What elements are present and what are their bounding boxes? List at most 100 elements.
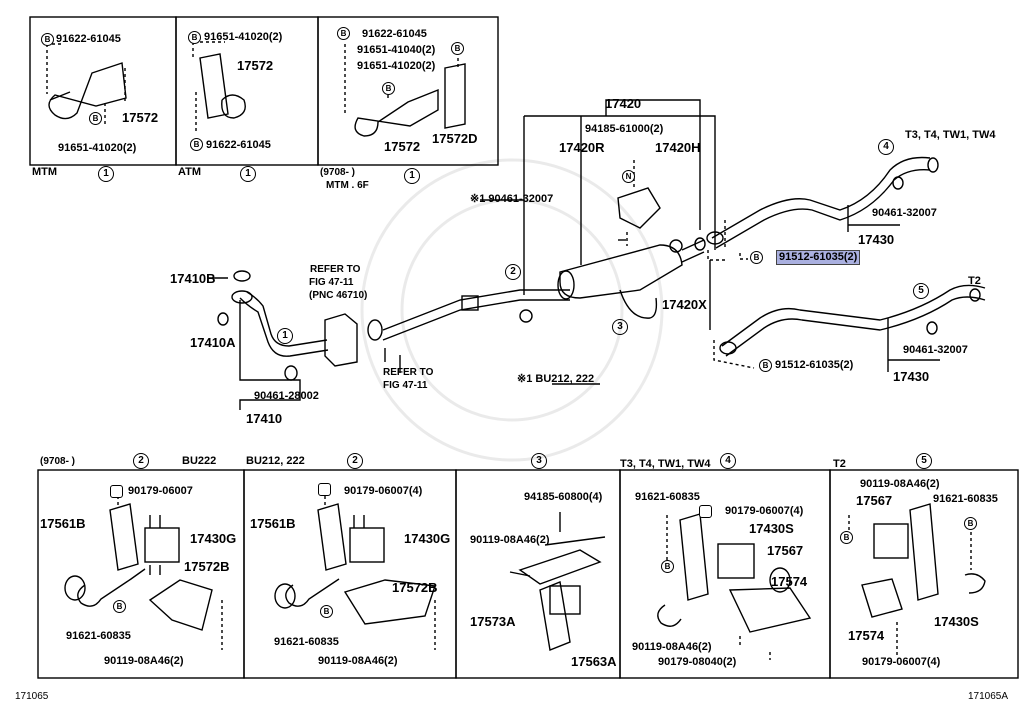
- part-91622-61045[interactable]: 91622-61045: [56, 33, 121, 45]
- header-t2: T2: [833, 458, 846, 470]
- panel-e-frame: [829, 469, 1019, 679]
- part-17561B[interactable]: 17561B: [250, 516, 296, 531]
- note-bu212: ※1 BU212, 222: [517, 373, 595, 385]
- part-90179-06007[interactable]: 90179-06007(4): [344, 485, 423, 497]
- bolt-b-icon: B: [89, 112, 102, 125]
- header-bu212: BU212, 222: [246, 455, 305, 467]
- bolt-icon: [318, 483, 331, 496]
- part-91622-61045[interactable]: 91622-61045: [206, 139, 271, 151]
- bolt-b-icon: B: [190, 138, 203, 151]
- bolt-icon: [110, 485, 123, 498]
- part-17567[interactable]: 17567: [767, 543, 804, 558]
- part-91512-61035-highlighted[interactable]: 91512-61035(2): [776, 250, 861, 265]
- part-17410[interactable]: 17410: [246, 411, 283, 426]
- part-17572[interactable]: 17572: [384, 139, 421, 154]
- flange-block: [324, 313, 358, 367]
- part-90119-08A46[interactable]: 90119-08A46(2): [632, 641, 712, 653]
- part-91621-60835[interactable]: 91621-60835: [635, 491, 700, 503]
- bolt-b-icon: B: [661, 560, 674, 573]
- tail-pipe-4: [711, 156, 931, 239]
- part-17573A[interactable]: 17573A: [470, 614, 516, 629]
- part-90119-08A46[interactable]: 90119-08A46(2): [318, 655, 398, 667]
- bolt-b-icon: B: [41, 33, 54, 46]
- part-17430[interactable]: 17430: [858, 232, 895, 247]
- part-90179-06007[interactable]: 90179-06007(4): [862, 656, 941, 668]
- part-17420X[interactable]: 17420X: [662, 297, 707, 312]
- mtm-hanger: [48, 62, 127, 120]
- part-17574[interactable]: 17574: [771, 574, 808, 589]
- panel-c-bracket: [518, 536, 606, 651]
- part-94185-60800[interactable]: 94185-60800(4): [524, 491, 603, 503]
- part-91621-60835[interactable]: 91621-60835: [66, 630, 131, 642]
- ref-number-2: 2: [505, 264, 521, 280]
- part-91622-61045[interactable]: 91622-61045: [362, 28, 427, 40]
- part-91651-41020[interactable]: 91651-41020(2): [357, 60, 436, 72]
- watermark-seal: [360, 158, 664, 462]
- ref-number-2: 2: [133, 453, 149, 469]
- part-90179-06007[interactable]: 90179-06007(4): [725, 505, 804, 517]
- mtm6f-hanger: [354, 88, 439, 137]
- bolt-b-icon: B: [964, 517, 977, 530]
- bolt-b-icon: B: [451, 42, 464, 55]
- part-94185-61000[interactable]: 94185-61000(2): [585, 123, 664, 135]
- part-17410A[interactable]: 17410A: [190, 335, 236, 350]
- part-17430S[interactable]: 17430S: [749, 521, 794, 536]
- part-17410B[interactable]: 17410B: [170, 271, 216, 286]
- bolt-b-icon: B: [750, 251, 763, 264]
- model-label-t3: T3, T4, TW1, TW4: [905, 129, 996, 141]
- part-17572D[interactable]: 17572D: [432, 131, 478, 146]
- panel-caption-mtm: MTM: [32, 166, 58, 178]
- part-91512-61035[interactable]: 91512-61035(2): [775, 359, 854, 371]
- part-17430S[interactable]: 17430S: [934, 614, 979, 629]
- part-17561B[interactable]: 17561B: [40, 516, 86, 531]
- part-90179-06007[interactable]: 90179-06007: [128, 485, 193, 497]
- panel-b-hanger: [285, 503, 347, 607]
- panel-caption-mtm6f: MTM . 6F: [326, 180, 369, 191]
- model-label-t2: T2: [968, 275, 981, 287]
- part-91621-60835[interactable]: 91621-60835: [933, 493, 998, 505]
- part-90179-08040[interactable]: 90179-08040(2): [658, 656, 737, 668]
- part-17572B[interactable]: 17572B: [184, 559, 230, 574]
- panel-caption-atm: ATM: [178, 166, 202, 178]
- part-91621-60835[interactable]: 91621-60835: [274, 636, 339, 648]
- panel-d-hanger: [657, 513, 709, 627]
- part-17572[interactable]: 17572: [237, 58, 274, 73]
- part-91651-41020[interactable]: 91651-41020(2): [58, 142, 137, 154]
- atm-hanger: [199, 53, 246, 119]
- part-17572[interactable]: 17572: [122, 110, 159, 125]
- part-17430[interactable]: 17430: [893, 369, 930, 384]
- part-90461-32007[interactable]: 90461-32007: [903, 344, 968, 356]
- part-17572B[interactable]: 17572B: [392, 580, 438, 595]
- header-date: (9708- ): [40, 456, 76, 467]
- part-17430G[interactable]: 17430G: [190, 531, 237, 546]
- part-90119-08A46[interactable]: 90119-08A46(2): [860, 478, 940, 490]
- part-17420H[interactable]: 17420H: [655, 140, 701, 155]
- part-90461-28002[interactable]: 90461-28002: [254, 390, 319, 402]
- ref-number-5: 5: [913, 283, 929, 299]
- note-90461-32007[interactable]: ※1 90461-32007: [470, 193, 554, 205]
- ref-number-4: 4: [878, 139, 894, 155]
- part-91651-41020[interactable]: 91651-41020(2): [204, 31, 283, 43]
- ref-number-1: 1: [277, 328, 293, 344]
- diagram-id-right: 171065A: [968, 691, 1009, 702]
- part-17567[interactable]: 17567: [856, 493, 893, 508]
- diagram-id-left: 171065: [15, 691, 49, 702]
- ref-number-4: 4: [720, 453, 736, 469]
- part-90461-32007[interactable]: 90461-32007: [872, 207, 937, 219]
- bolt-icon: [699, 505, 712, 518]
- part-17574[interactable]: 17574: [848, 628, 885, 643]
- ref-number-2: 2: [347, 453, 363, 469]
- part-17420[interactable]: 17420: [605, 96, 642, 111]
- part-17430G[interactable]: 17430G: [404, 531, 451, 546]
- part-91651-41040[interactable]: 91651-41040(2): [357, 44, 436, 56]
- refer-fig: FIG 47-11: [383, 380, 428, 391]
- part-90119-08A46[interactable]: 90119-08A46(2): [470, 534, 550, 546]
- refer-text: REFER TO: [383, 367, 434, 378]
- bolt-b-icon: B: [113, 600, 126, 613]
- panel-e-hanger: [909, 503, 986, 601]
- part-17563A[interactable]: 17563A: [571, 654, 617, 669]
- ref-number-1: 1: [240, 166, 256, 182]
- part-90119-08A46[interactable]: 90119-08A46(2): [104, 655, 184, 667]
- part-17420R[interactable]: 17420R: [559, 140, 605, 155]
